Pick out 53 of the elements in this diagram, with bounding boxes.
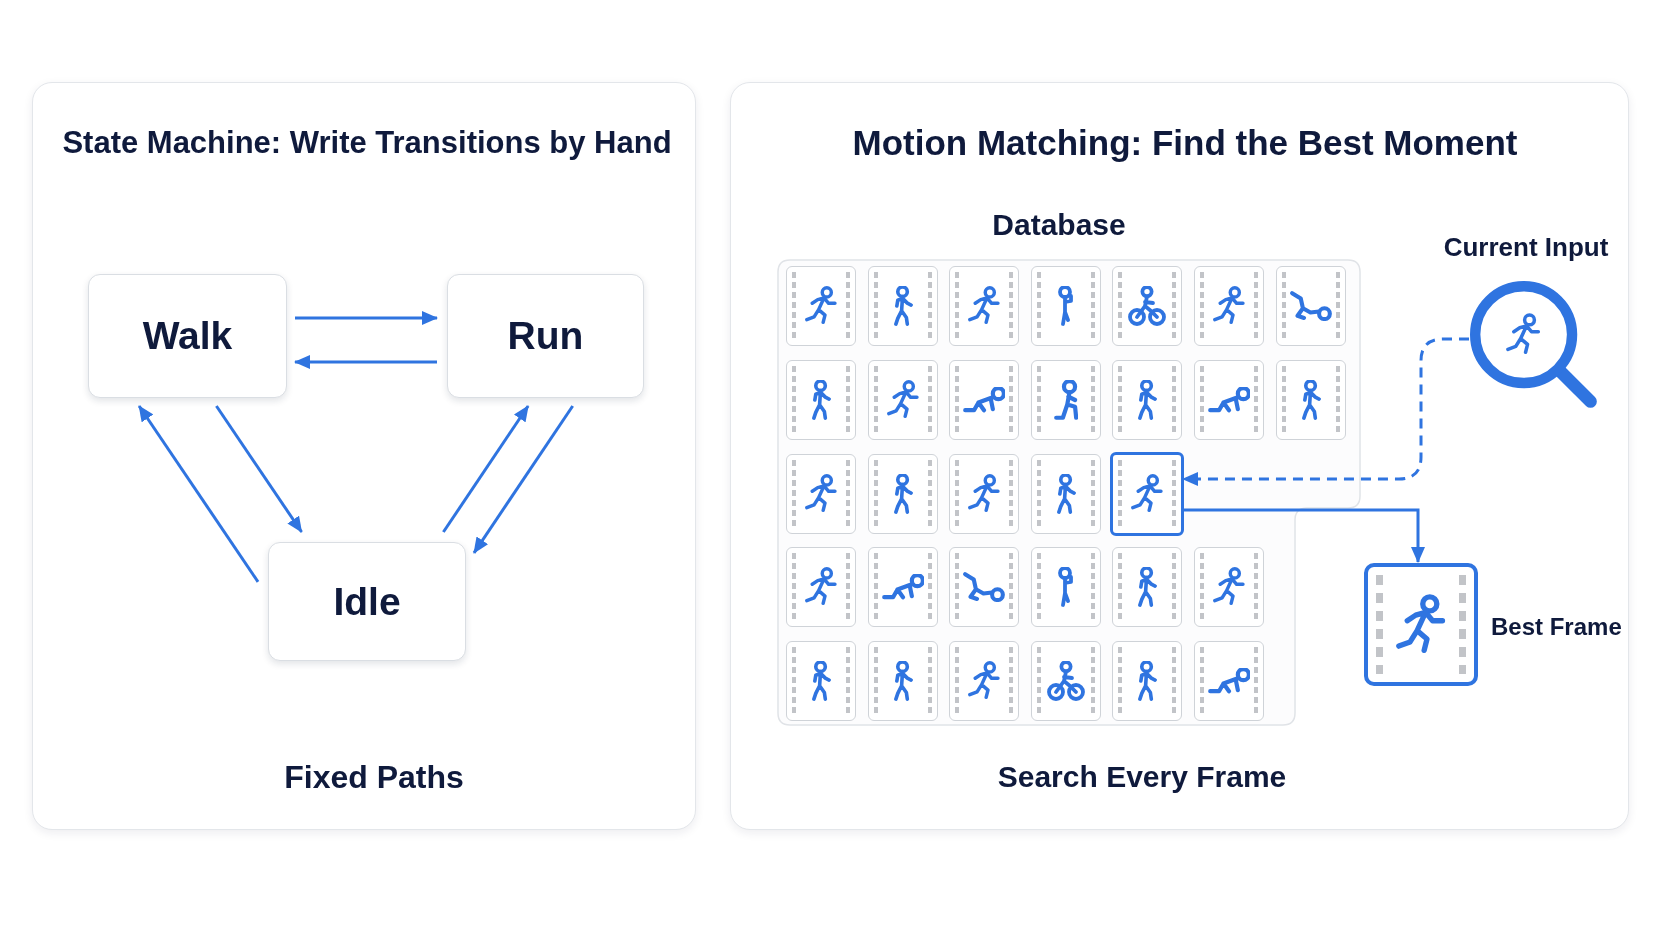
- film-frame: [949, 454, 1019, 534]
- arrow: [442, 405, 530, 533]
- film-frame: [1194, 547, 1264, 627]
- film-frame: [949, 641, 1019, 721]
- magnifier-icon: [1470, 281, 1598, 409]
- film-frame: [868, 360, 938, 440]
- arrow: [215, 405, 303, 533]
- film-frame: [786, 641, 856, 721]
- film-frame: [1112, 641, 1182, 721]
- film-frame: [1276, 360, 1346, 440]
- arrow: [295, 311, 438, 325]
- film-frame: [786, 454, 856, 534]
- film-frame: [786, 360, 856, 440]
- state-box: Walk: [88, 274, 287, 398]
- panel-caption: Fixed Paths: [284, 758, 464, 796]
- icon-caption: Current Input: [1443, 233, 1609, 263]
- frame-label: Best Frame: [1491, 613, 1622, 641]
- film-frame: [868, 547, 938, 627]
- film-frame: [1031, 641, 1101, 721]
- film-frame: [1112, 360, 1182, 440]
- panel-title: Motion Matching: Find the Best Moment: [852, 122, 1518, 164]
- film-frame: [949, 266, 1019, 346]
- highlighted-film-frame: [1110, 452, 1184, 536]
- arrow: [294, 355, 437, 369]
- film-frame: [868, 641, 938, 721]
- film-frame: [786, 266, 856, 346]
- state-box: Idle: [268, 542, 466, 661]
- section-heading: Database: [992, 207, 1126, 243]
- film-frame: [1031, 547, 1101, 627]
- film-frame: [949, 547, 1019, 627]
- arrow: [137, 405, 260, 583]
- film-frame: [1031, 266, 1101, 346]
- film-frame: [1031, 360, 1101, 440]
- film-frame: [1276, 266, 1346, 346]
- arrow: [1183, 508, 1425, 563]
- dashed-arrow: [1182, 337, 1469, 486]
- arrow: [472, 405, 574, 554]
- film-frame: [1112, 266, 1182, 346]
- state-box: Run: [447, 274, 644, 398]
- panel-title: State Machine: Write Transitions by Hand: [62, 125, 672, 161]
- film-frame: [1031, 454, 1101, 534]
- panel: [32, 82, 696, 830]
- film-frame: [786, 547, 856, 627]
- film-frame: [1194, 360, 1264, 440]
- panel: [730, 82, 1629, 830]
- film-frame: [949, 360, 1019, 440]
- film-frame: [1194, 266, 1264, 346]
- film-frame: [1112, 547, 1182, 627]
- film-frame: [1194, 641, 1264, 721]
- film-frame: [868, 454, 938, 534]
- film-frame: [868, 266, 938, 346]
- panel-caption: Search Every Frame: [997, 759, 1287, 795]
- highlighted-film-frame: [1364, 563, 1478, 686]
